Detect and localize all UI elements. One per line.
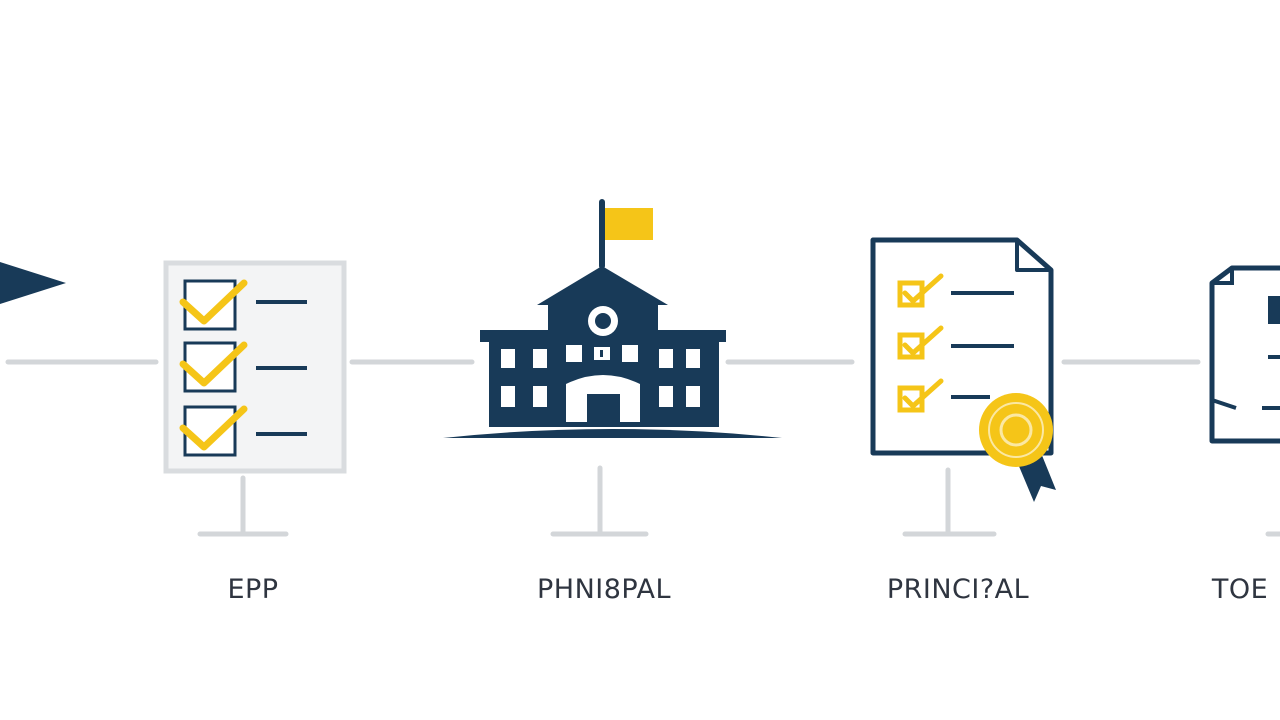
school-building-icon [443,199,782,438]
checklist-board-icon [163,260,347,474]
check-item [897,378,990,413]
step-label: PHNI8PAL [537,574,671,605]
award-seal-icon [979,393,1056,502]
step-stands [197,465,1280,537]
arrow-pointer-icon [0,262,66,304]
check-item [179,405,307,457]
step-label: EPP [227,574,279,605]
step-label: TOE [1211,574,1269,605]
check-item [897,325,1014,360]
check-item [897,273,1014,308]
document-icon [1209,265,1280,444]
step-label: PRINCI?AL [886,574,1030,605]
check-item [179,341,307,393]
flag-icon [605,208,653,240]
check-item [179,279,307,331]
certificate-document-icon [870,237,1056,502]
